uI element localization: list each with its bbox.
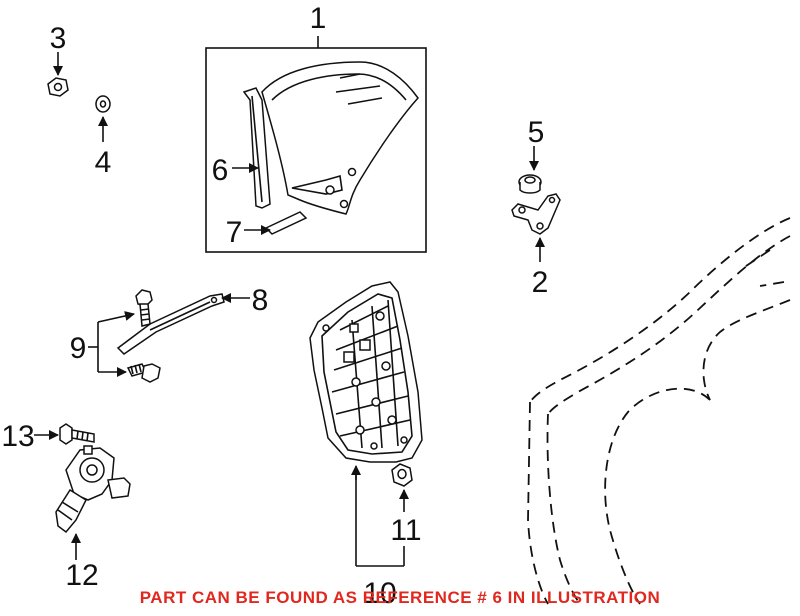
bolt-upper-part-9 <box>135 289 153 327</box>
guide-bracket-part-8 <box>116 293 225 355</box>
callout-8: 8 <box>252 284 269 317</box>
callout-9: 9 <box>70 332 87 365</box>
callout-11: 11 <box>390 514 421 547</box>
callout-3: 3 <box>50 22 67 55</box>
callout-12: 12 <box>65 559 98 592</box>
glass-seal-strip <box>264 211 308 235</box>
callout-1: 1 <box>310 2 327 35</box>
callout-5: 5 <box>528 116 545 149</box>
nut-part-11 <box>391 463 413 487</box>
callout-7: 7 <box>226 216 243 249</box>
quarter-glass-group <box>205 36 427 253</box>
leader-lines <box>34 52 545 560</box>
reference-note: PART CAN BE FOUND AS REFERENCE # 6 IN IL… <box>139 588 661 607</box>
quarter-glass <box>261 61 419 215</box>
bolt-lower-part-9 <box>126 363 161 383</box>
quarter-panel-outline <box>527 217 791 605</box>
regulator-panel-part-10 <box>309 281 423 463</box>
callout-13: 13 <box>1 420 34 453</box>
callout-6: 6 <box>212 154 229 187</box>
callout-2: 2 <box>532 266 549 299</box>
callout-4: 4 <box>95 146 112 179</box>
grommet-part-5 <box>518 174 542 194</box>
callout-10: 10 <box>363 577 396 610</box>
nut-part-3 <box>47 77 69 97</box>
callout-numbers: 1 2 3 4 5 6 7 8 9 10 11 12 13 <box>1 2 548 610</box>
bolt-part-13 <box>59 423 95 445</box>
bracket-part-2 <box>511 193 561 235</box>
washer-part-4 <box>95 95 111 113</box>
window-motor-part-12 <box>55 445 131 534</box>
